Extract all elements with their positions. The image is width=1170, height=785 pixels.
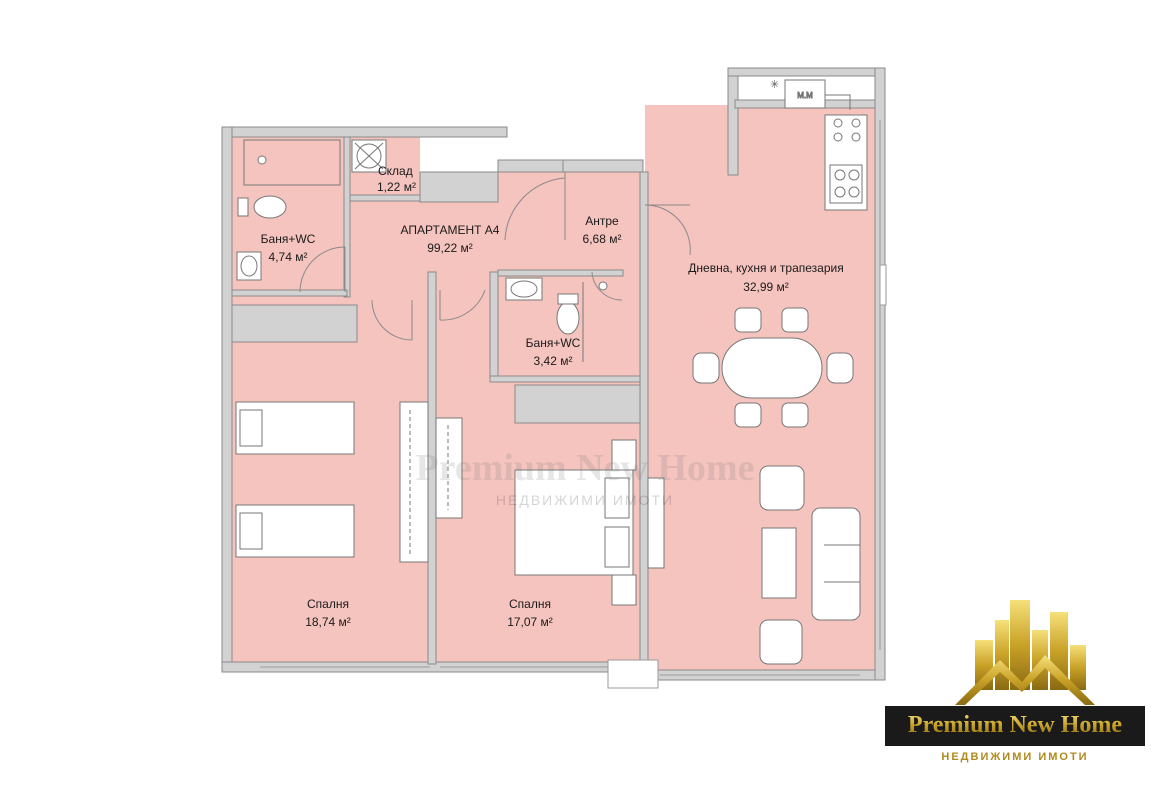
room-area-living: 32,99 м² xyxy=(743,280,789,294)
apartment-area: 99,22 м² xyxy=(427,241,473,255)
dining-table xyxy=(721,337,823,399)
logo-buildings-icon xyxy=(955,600,1095,705)
svg-text:✳: ✳ xyxy=(770,79,779,91)
room-name-living: Дневна, кухня и трапезария xyxy=(688,261,843,275)
floor-hall xyxy=(498,172,643,272)
watermark-title: Premium New Home xyxy=(415,447,754,489)
living-furniture xyxy=(759,465,861,665)
room-name-bed1: Спалня xyxy=(307,597,349,611)
kitchen: М.М ✳ xyxy=(770,79,868,211)
room-area-bath2: 3,42 м² xyxy=(534,354,573,368)
bathroom-fixtures xyxy=(236,139,608,362)
toilet-1 xyxy=(253,195,287,219)
watermark: Premium New Home НЕДВИЖИМИ ИМОТИ xyxy=(415,447,754,508)
logo-subtitle: НЕДВИЖИМИ ИМОТИ xyxy=(941,751,1088,763)
armchair-1 xyxy=(759,465,805,511)
dining-set xyxy=(692,307,854,428)
company-logo: Premium New Home НЕДВИЖИМИ ИМОТИ xyxy=(885,600,1145,763)
room-name-hall: Антре xyxy=(585,214,619,228)
armchair-2 xyxy=(759,619,803,665)
room-name-bed2: Спалня xyxy=(509,597,551,611)
room-name-storage: Склад xyxy=(378,164,413,178)
floor-bed2 xyxy=(434,272,644,662)
dishwasher-label: М.М xyxy=(797,91,813,100)
room-area-bed2: 17,07 м² xyxy=(507,615,553,629)
room-area-bath1: 4,74 м² xyxy=(269,250,308,264)
watermark-subtitle: НЕДВИЖИМИ ИМОТИ xyxy=(496,492,674,508)
toilet-2 xyxy=(556,301,580,335)
room-name-bath2: Баня+WC xyxy=(526,336,581,350)
dishwasher xyxy=(784,79,826,109)
room-labels: Склад 1,22 м² АПАРТАМЕНТ А4 99,22 м² Бан… xyxy=(261,164,844,629)
apartment-name: АПАРТАМЕНТ А4 xyxy=(401,223,500,237)
logo-title: Premium New Home xyxy=(908,712,1123,738)
bedroom1-furniture xyxy=(235,401,429,563)
storage-unit xyxy=(351,139,387,173)
door-swings xyxy=(299,172,691,341)
sofa xyxy=(811,507,861,621)
wardrobe-3 xyxy=(647,477,665,569)
room-area-hall: 6,68 м² xyxy=(583,232,622,246)
room-area-bed1: 18,74 м² xyxy=(305,615,351,629)
wardrobe-2 xyxy=(435,417,463,519)
room-name-bath1: Баня+WC xyxy=(261,232,316,246)
wardrobe-1 xyxy=(399,401,429,563)
windows xyxy=(260,120,887,689)
bedroom2-furniture xyxy=(435,417,665,606)
room-area-storage: 1,22 м² xyxy=(377,180,416,194)
coffee-table xyxy=(761,527,797,599)
